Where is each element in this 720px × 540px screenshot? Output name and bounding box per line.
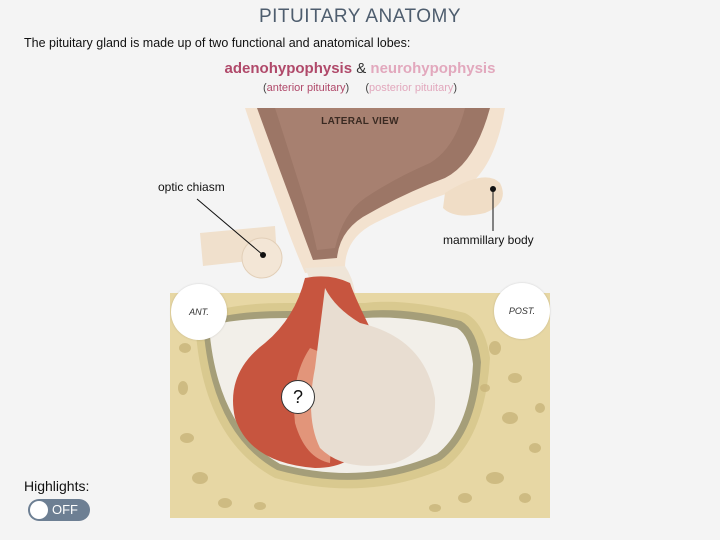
connector: & [356,60,367,77]
help-hotspot-button[interactable]: ? [281,380,315,414]
highlights-label: Highlights: [24,478,90,494]
neurohypophysis-label: neurohypophysis [370,60,496,77]
optic-chiasm-pointer [196,198,266,258]
mammillary-body-pointer [490,186,496,231]
optic-chiasm [241,237,283,279]
lobe-names: adenohypophysis & neurohypophysis [0,60,720,77]
posterior-lobe [311,288,436,466]
bone-texture [178,341,545,512]
intro-text: The pituitary gland is made up of two fu… [24,36,411,50]
toggle-state: OFF [52,502,78,517]
posterior-pituitary-label: posterior pituitary [368,82,454,94]
mammillary-body [443,177,503,216]
optic-chiasm-label: optic chiasm [158,180,225,194]
lobe-subtitles: (anterior pituitary) (posterior pituitar… [262,82,458,94]
anterior-tag: ANT. [171,284,227,340]
adenohypophysis-label: adenohypophysis [224,60,353,77]
toggle-knob [30,501,48,519]
highlights-toggle[interactable]: OFF [28,499,90,521]
pituitary-illustration [170,108,550,518]
lateral-view-label: LATERAL VIEW [321,116,399,127]
page-title: PITUITARY ANATOMY [258,6,462,27]
posterior-tag: POST. [494,283,550,339]
anterior-pituitary-label: anterior pituitary [266,82,346,94]
mammillary-body-label: mammillary body [443,233,534,247]
